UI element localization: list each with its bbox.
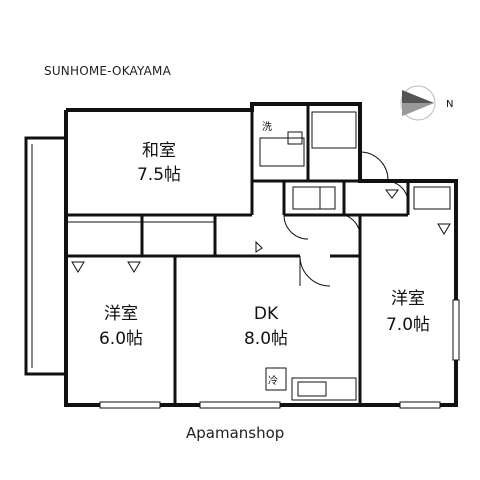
opening-markers: [71, 189, 451, 273]
north-label: N: [446, 99, 453, 110]
room-dk-size: 8.0帖: [244, 329, 288, 349]
room-dk-name: DK: [254, 304, 279, 324]
room-yoshitsu-right-name: 洋室: [391, 289, 425, 309]
inner-details: [66, 111, 451, 401]
company-name: SUNHOME-OKAYAMA: [44, 64, 171, 78]
room-yoshitsu-left-size: 6.0帖: [99, 329, 143, 349]
washer-label: 洗: [262, 121, 272, 133]
brand-name: Apamanshop: [186, 424, 285, 442]
room-washitsu-size: 7.5帖: [137, 165, 181, 185]
doors: [283, 151, 409, 287]
windows: [99, 299, 460, 409]
room-yoshitsu-right-size: 7.0帖: [386, 315, 430, 335]
compass-icon: [400, 85, 436, 121]
room-yoshitsu-left-name: 洋室: [104, 304, 138, 324]
balcony: [24, 136, 66, 376]
room-washitsu-name: 和室: [142, 141, 176, 161]
interior-walls: [66, 104, 410, 405]
fridge-label: 冷: [268, 374, 278, 387]
